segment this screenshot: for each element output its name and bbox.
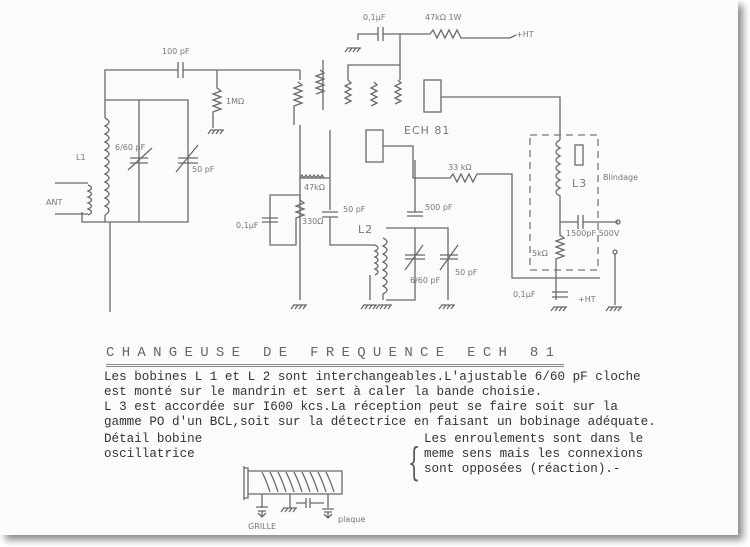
paragraph-line-4: gamme PO d'un BCL,soit sur la détectrice… (104, 415, 656, 429)
label-c-50pf-mid: 50 pF (343, 205, 366, 214)
label-r-47k: 47kΩ (304, 183, 325, 192)
resistor-1m (211, 70, 223, 128)
label-c-01-bottom: 0,1µF (513, 290, 536, 299)
tube-anode-electrode (423, 79, 442, 113)
label-trim-l1: 6/60 pF (115, 143, 146, 152)
tube-and-supply: 0,1µF 47kΩ 1W +HT ECH 81 33 kΩ L3 Blinda… (343, 13, 638, 312)
paragraph-line-1: Les bobines L 1 et L 2 sont interchangea… (104, 370, 641, 384)
label-r-1m: 1MΩ (226, 97, 244, 106)
paragraph-line-2: est monté sur le mandrin et sert à caler… (104, 385, 543, 399)
label-r-33k: 33 kΩ (448, 163, 471, 172)
document-title: CHANGEUSE DE FREQUENCE ECH 81 (106, 345, 562, 361)
paragraph-line-3: L 3 est accordée sur I600 kcs.La récepti… (104, 400, 618, 414)
oscillator-section: 47kΩ 0,1µF 330Ω 50 pF L2 500 pF 6/60 pF … (236, 60, 478, 310)
label-l1: L1 (76, 153, 86, 162)
note-line-1: Les enroulements sont dans le (424, 432, 644, 446)
tube-grid-electrode (365, 129, 384, 163)
detail-label-line-1: Détail bobine (104, 432, 203, 446)
brace: { (408, 440, 421, 484)
title-underline (106, 364, 564, 367)
label-plaque: plaque (338, 515, 365, 524)
shield-box (529, 134, 599, 271)
label-cv-l1: 50 pF (192, 165, 215, 174)
antenna-coil (86, 184, 93, 216)
label-l3: L3 (572, 177, 587, 190)
label-l2: L2 (358, 223, 373, 236)
label-c-100pf: 100 pF (162, 47, 190, 56)
detail-label-line-2: oscillatrice (104, 447, 195, 461)
note-line-2: meme sens mais les connexions (424, 447, 644, 461)
label-cv-l2: 50 pF (455, 268, 478, 277)
label-c-01-top: 0,1µF (363, 13, 386, 22)
label-r-330: 330Ω (302, 217, 323, 226)
label-ant: ANT (46, 198, 62, 207)
label-tube-ech81: ECH 81 (404, 124, 450, 137)
label-c-01-left: 0,1µF (236, 221, 259, 230)
l1-coil (103, 117, 110, 216)
note-line-3: sont opposées (réaction).- (424, 462, 621, 476)
label-grille: GRILLE (248, 522, 276, 531)
label-r-47k-1w: 47kΩ 1W (425, 13, 462, 22)
input-tuned-circuit: 100 pF 1MΩ L1 6/60 pF 50 pF ANT (46, 47, 300, 312)
label-ht-top: +HT (516, 30, 534, 39)
label-c-1500pf: 1500pF 500V (566, 229, 620, 238)
label-trim-l2: 6/60 pF (410, 276, 441, 285)
label-ht-bottom: +HT (578, 295, 596, 304)
label-blindage: Blindage (603, 173, 638, 182)
oscillator-coil-detail: GRILLE plaque (243, 466, 365, 531)
label-r-5k: 5kΩ (532, 249, 548, 258)
label-c-500pf: 500 pF (425, 203, 453, 212)
